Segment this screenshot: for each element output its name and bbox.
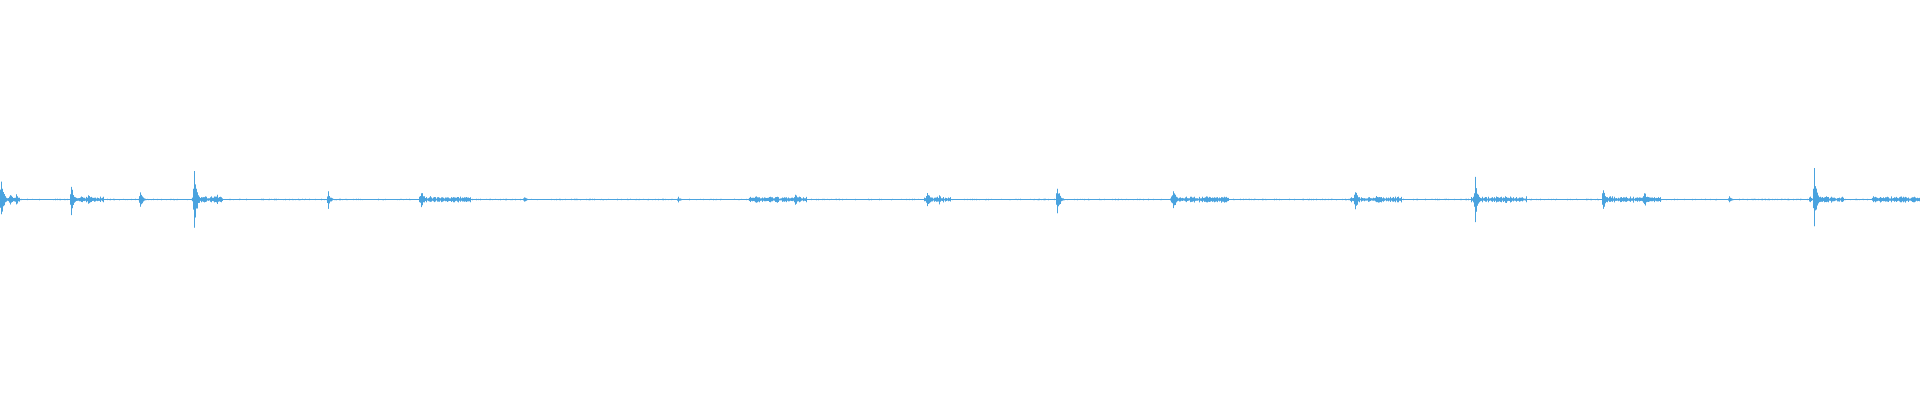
waveform-path [0, 168, 1920, 228]
waveform-samples [0, 168, 1920, 228]
